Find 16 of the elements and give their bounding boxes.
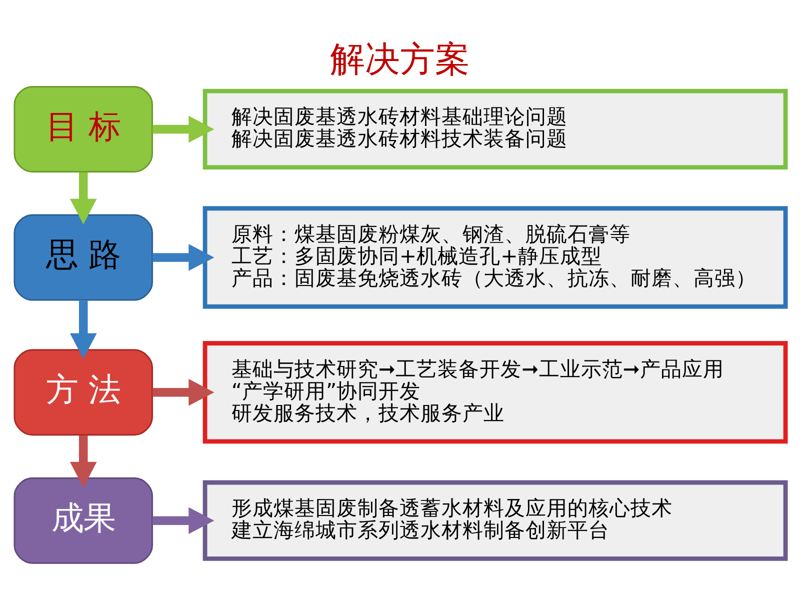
node-box: 思 路 <box>14 214 153 301</box>
arrow <box>152 244 214 271</box>
diagram-title: 解决方案 <box>330 38 470 80</box>
arrow <box>152 378 214 406</box>
arrow <box>70 436 97 488</box>
node-box: 方 法 <box>14 349 153 436</box>
node-box: 原料：煤基固废粉煤灰、钢渣、脱硫石膏等 工艺：多固废协同+机械造孔+静压成型 产品：固废基免烧透水砖（大透水、抗冻、耐磨、高强） <box>202 206 788 309</box>
arrow <box>70 172 97 224</box>
node-box: 成果 <box>14 477 153 564</box>
node-box: 基础与技术研究➞工艺装备开发➞工业示范➞产品应用 “产学研用”协同开发 研发服务技术，技术服务产业 <box>202 341 788 444</box>
node-box: 目 标 <box>14 86 153 172</box>
node-box: 解决固废基透水砖材料基础理论问题 解决固废基透水砖材料技术装备问题 <box>202 88 788 170</box>
arrow <box>152 116 214 143</box>
arrow <box>152 507 214 534</box>
arrow <box>70 300 97 359</box>
node-box: 形成煤基固废制备透蓄水材料及应用的核心技术 建立海绵城市系列透水材料制备创新平台 <box>202 480 788 561</box>
